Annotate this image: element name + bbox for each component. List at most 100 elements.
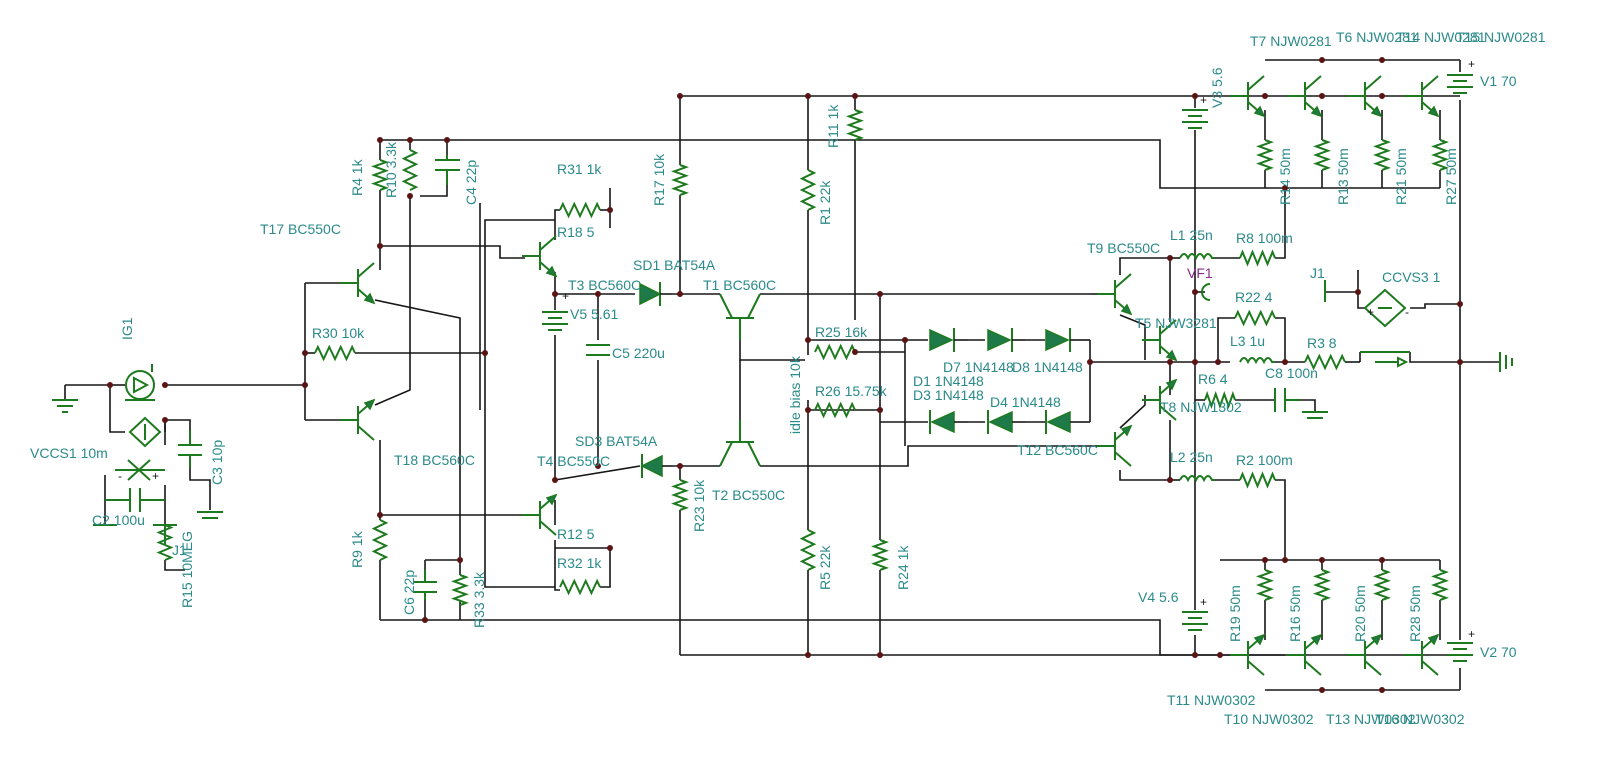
svg-text:+: + bbox=[1367, 305, 1374, 319]
transistor-t5 bbox=[1142, 319, 1178, 362]
label-t2: T2 BC550C bbox=[712, 487, 785, 503]
svg-text:+: + bbox=[1200, 595, 1207, 609]
resistor-r21 bbox=[1373, 139, 1391, 171]
label-t4: T4 BC550C bbox=[537, 453, 610, 469]
label-t12: T12 BC560C bbox=[1017, 442, 1098, 458]
transistor-t4 bbox=[522, 493, 558, 536]
label-t3: T3 BC560C bbox=[568, 277, 641, 293]
label-v1: V1 70 bbox=[1480, 73, 1517, 89]
resistor-r32 bbox=[559, 578, 601, 596]
transistor-t16 bbox=[1404, 633, 1440, 676]
svg-text:+: + bbox=[1468, 627, 1475, 641]
svg-text:-: - bbox=[118, 469, 122, 483]
resistor-r8 bbox=[1239, 249, 1276, 267]
label-c4: C4 22p bbox=[463, 160, 479, 205]
label-ccvs3: CCVS3 1 bbox=[1382, 269, 1441, 285]
resistor-r4 bbox=[371, 159, 389, 191]
label-r9: R9 1k bbox=[349, 530, 365, 568]
label-c5: C5 220u bbox=[612, 345, 665, 361]
label-l1: L1 25n bbox=[1170, 227, 1213, 243]
label-t11: T11 NJW0302 bbox=[1167, 692, 1256, 708]
label-r19: R19 50m bbox=[1227, 585, 1243, 642]
label-r6: R6 4 bbox=[1198, 371, 1228, 387]
wires bbox=[64, 59, 1500, 691]
label-l3: L3 1u bbox=[1230, 333, 1265, 349]
label-c3: C3 10p bbox=[209, 440, 225, 485]
label-j1: J1 bbox=[1310, 265, 1325, 281]
label-r10: R10 3.3k bbox=[383, 141, 399, 198]
label-r16: R16 50m bbox=[1287, 585, 1303, 642]
svg-text:+: + bbox=[152, 469, 159, 483]
label-t17: T17 BC550C bbox=[260, 221, 341, 237]
label-r3: R3 8 bbox=[1307, 335, 1337, 351]
label-sd3: SD3 BAT54A bbox=[575, 433, 658, 449]
label-r4: R4 1k bbox=[349, 158, 365, 196]
transistor-t8 bbox=[1142, 378, 1178, 421]
resistor-r24 bbox=[871, 539, 889, 571]
transistor-t2 bbox=[719, 420, 761, 467]
label-r24: R24 1k bbox=[895, 545, 911, 590]
labels: IG1 VCCS1 10m C2 100u C3 10p R15 10MEG J… bbox=[30, 29, 1546, 727]
label-v4: V4 5.6 bbox=[1138, 589, 1179, 605]
label-t15: T15 NJW0281 bbox=[1456, 29, 1546, 45]
diodes bbox=[639, 282, 1082, 478]
transistor-t10 bbox=[1287, 633, 1323, 676]
label-c2: C2 100u bbox=[92, 512, 145, 528]
label-r8: R8 100m bbox=[1236, 230, 1293, 246]
label-r22: R22 4 bbox=[1235, 289, 1273, 305]
resistor-r27 bbox=[1431, 139, 1449, 171]
label-d1: D1 1N4148 bbox=[913, 373, 984, 389]
label-r1: R1 22k bbox=[817, 180, 833, 225]
transistor-t9 bbox=[1097, 273, 1133, 316]
label-t7: T7 NJW0281 bbox=[1250, 33, 1332, 49]
transistor-t7 bbox=[1230, 75, 1266, 118]
label-r12: R12 5 bbox=[557, 526, 595, 542]
inductors bbox=[1179, 253, 1275, 483]
resistor-r23 bbox=[671, 479, 689, 511]
resistor-r19 bbox=[1256, 569, 1274, 601]
svg-text:+: + bbox=[1200, 93, 1207, 107]
label-t5: T5 NJW3281 bbox=[1135, 315, 1217, 331]
label-t6: T6 NJW0281 bbox=[1336, 29, 1418, 45]
label-v5: V5 5.61 bbox=[570, 306, 618, 322]
transistor-t3 bbox=[522, 235, 558, 278]
label-d4: D4 1N4148 bbox=[990, 394, 1061, 410]
label-r25: R25 16k bbox=[815, 324, 868, 340]
polarity-marks: + + + + + + - + - bbox=[118, 57, 1475, 641]
transistor-t6 bbox=[1287, 75, 1323, 118]
transistor-t15 bbox=[1404, 75, 1440, 118]
resistor-r11 bbox=[846, 109, 864, 141]
label-t14: T14 NJW0281 bbox=[1396, 29, 1486, 45]
label-t8: T8 NJW1302 bbox=[1160, 399, 1242, 415]
svg-text:-: - bbox=[1405, 305, 1409, 319]
label-r14: R14 50m bbox=[1277, 148, 1293, 205]
label-r33: R33 3.3k bbox=[471, 571, 487, 628]
label-r11: R11 1k bbox=[825, 104, 841, 148]
svg-text:+: + bbox=[562, 289, 569, 303]
label-t13: T13 NJW0302 bbox=[1326, 711, 1416, 727]
resistor-r9 bbox=[371, 519, 389, 561]
junctions bbox=[107, 57, 1463, 693]
label-r26: R26 15.75k bbox=[815, 383, 888, 399]
label-r28: R28 50m bbox=[1407, 585, 1423, 642]
label-d7: D7 1N4148 bbox=[943, 359, 1014, 375]
resistors bbox=[156, 109, 1449, 606]
label-r23: R23 10k bbox=[691, 479, 707, 532]
label-t10: T10 NJW0302 bbox=[1224, 711, 1314, 727]
transistor-t1 bbox=[719, 293, 761, 340]
resistor-r28 bbox=[1431, 569, 1449, 601]
resistor-r10 bbox=[401, 149, 419, 191]
resistor-r22 bbox=[1234, 309, 1276, 327]
resistor-r25 bbox=[814, 343, 856, 361]
resistor-r15 bbox=[156, 524, 174, 561]
label-d8: D8 1N4148 bbox=[1012, 359, 1083, 375]
resistor-r33 bbox=[451, 574, 469, 606]
transistor-t14 bbox=[1347, 75, 1383, 118]
label-t16: T16 NJW0302 bbox=[1375, 711, 1465, 727]
transistor-t17 bbox=[340, 262, 376, 305]
transistor-t13 bbox=[1347, 633, 1383, 676]
resistor-r5 bbox=[799, 529, 817, 571]
label-t9: T9 BC550C bbox=[1087, 240, 1160, 256]
resistor-r18 bbox=[559, 201, 601, 219]
